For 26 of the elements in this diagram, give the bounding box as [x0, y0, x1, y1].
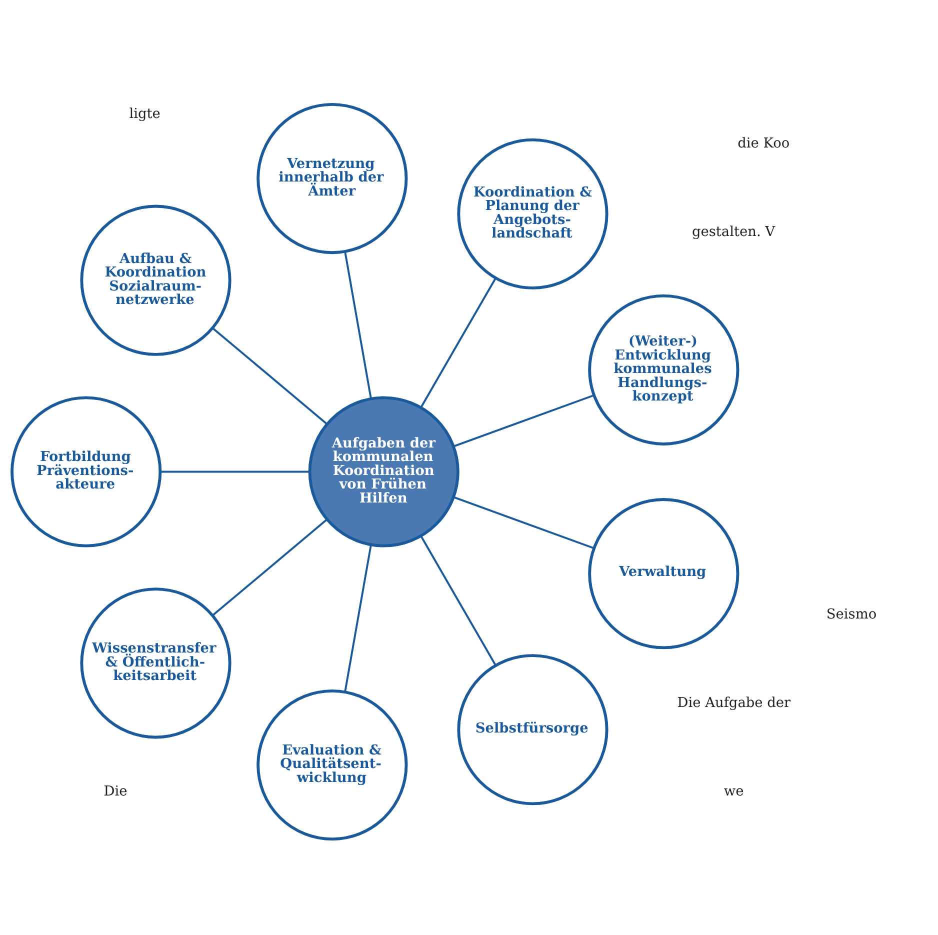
connector: [344, 544, 372, 692]
node-circle: Wissenstransfer & Öffentlich- keitsarbeit: [80, 587, 232, 738]
node-circle: Evaluation & Qualitätsent- wicklung: [256, 688, 408, 840]
node-circle: Vernetzung innerhalb der Ämter: [256, 102, 408, 254]
node-circle: Verwaltung: [588, 498, 740, 649]
node-circle: Fortbildung Präventions- akteure: [10, 396, 162, 547]
connector: [212, 326, 328, 424]
node-circle: Aufgaben der kommunalen Koordination von Frühen Hilfen: [308, 396, 460, 547]
connector: [160, 470, 310, 472]
connector: [212, 518, 328, 616]
label: die Koo: [738, 135, 790, 152]
label: we: [724, 782, 744, 799]
connector: [420, 535, 496, 666]
node-circle: (Weiter-) Entwicklung kommunales Handlungs- konzept: [588, 294, 740, 445]
label: gestalten. V: [692, 223, 776, 240]
label: Die Aufgabe der: [677, 694, 791, 710]
connector: [344, 250, 372, 398]
node-circle: Koordination & Planung der Angebots- landschaft: [457, 138, 608, 289]
node-circle: Aufbau & Koordination Sozialraum- netzwerke: [80, 204, 232, 356]
label: ligte: [129, 106, 160, 122]
connector: [420, 277, 496, 408]
label: Die: [104, 782, 128, 799]
connector: [453, 496, 594, 549]
connector: [453, 394, 594, 447]
label: Seismo: [826, 606, 877, 622]
node-circle: Selbstfürsorge: [457, 654, 608, 805]
